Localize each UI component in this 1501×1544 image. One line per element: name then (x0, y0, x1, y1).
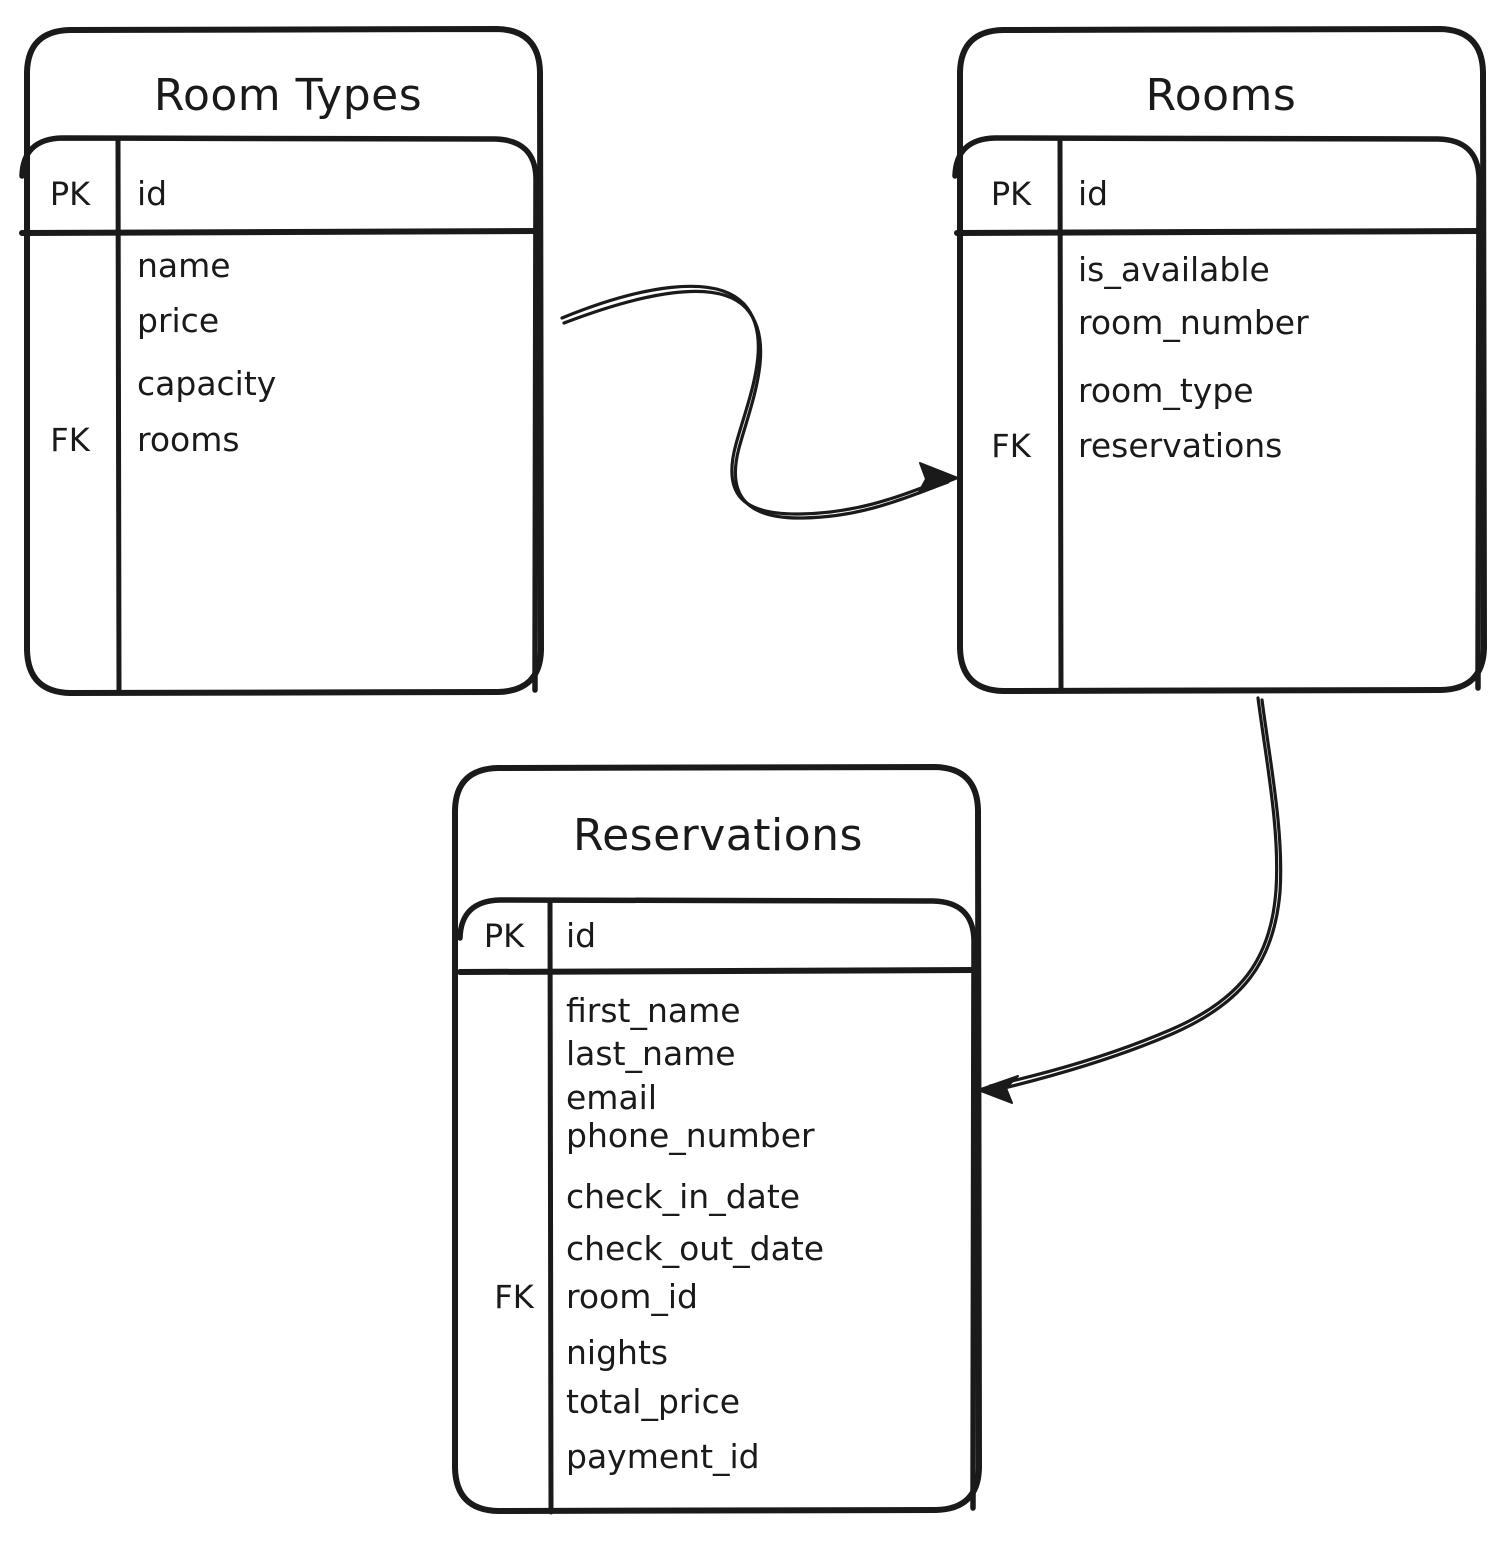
entity-rooms-key-column-divider (1057, 136, 1064, 693)
entity-reservations-field-nights: nights (566, 1333, 668, 1372)
entity-reservations-key-column-divider (547, 898, 554, 1515)
entity-room-types-pk-field: id (137, 174, 167, 213)
entity-reservations-outer-box (452, 764, 982, 1514)
entity-room-types-field-price: price (137, 301, 219, 340)
entity-reservations-field-email: email (566, 1078, 657, 1117)
entity-reservations-field-check-in-date: check_in_date (566, 1177, 800, 1216)
rel-room-types-to-rooms-line-sketch (562, 289, 950, 520)
entity-reservations-field-total-price: total_price (566, 1382, 740, 1421)
rel-room-types-to-rooms-arrowhead (917, 462, 959, 495)
entity-reservations-field-phone-number: phone_number (566, 1116, 815, 1155)
entity-rooms-pk-field: id (1078, 174, 1108, 213)
entity-rooms[interactable]: Rooms PK id FK is_available room_number … (952, 26, 1487, 694)
entity-rooms-title: Rooms (1146, 70, 1297, 121)
rel-rooms-to-reservations-line (988, 696, 1279, 1088)
entity-reservations-fk-label: FK (494, 1278, 534, 1316)
entity-rooms-table-box (952, 135, 1482, 691)
entity-reservations[interactable]: Reservations PK id FK first_name last_na… (452, 764, 982, 1515)
entity-room-types-fk-label: FK (50, 421, 90, 459)
entity-room-types-field-name: name (137, 246, 231, 285)
entity-rooms-field-is-available: is_available (1078, 250, 1270, 289)
rel-rooms-to-reservations-line-sketch (990, 698, 1283, 1093)
entity-room-types-field-rooms: rooms (137, 420, 240, 459)
entity-reservations-pk-field: id (566, 916, 596, 955)
entity-reservations-title: Reservations (573, 810, 863, 861)
entity-room-types-field-capacity: capacity (137, 364, 276, 403)
entity-room-types-title: Room Types (154, 70, 422, 121)
entity-reservations-pk-label: PK (484, 917, 525, 955)
entity-reservations-field-room-id: room_id (566, 1277, 698, 1316)
entity-rooms-field-reservations: reservations (1078, 426, 1282, 465)
entity-room-types-table-box (19, 135, 539, 693)
rel-rooms-to-reservations[interactable] (977, 696, 1283, 1104)
entity-room-types[interactable]: Room Types PK id FK name price capacity … (19, 26, 544, 696)
entity-rooms-field-room-number: room_number (1078, 303, 1309, 342)
entity-rooms-fk-label: FK (991, 427, 1031, 465)
rel-room-types-to-rooms[interactable] (560, 284, 959, 520)
rel-room-types-to-rooms-line (560, 284, 950, 516)
entity-room-types-outer-box (24, 26, 544, 696)
entity-reservations-field-last-name: last_name (566, 1034, 736, 1073)
entity-reservations-field-first-name: first_name (566, 991, 741, 1030)
entity-rooms-pk-divider (954, 228, 1483, 236)
rel-rooms-to-reservations-arrowhead (977, 1075, 1019, 1104)
entity-reservations-pk-divider (457, 967, 978, 975)
entity-rooms-outer-box (957, 26, 1487, 694)
entity-room-types-pk-divider (19, 228, 540, 236)
entity-room-types-key-column-divider (115, 136, 122, 695)
entity-room-types-pk-label: PK (50, 175, 91, 213)
entity-rooms-pk-label: PK (991, 175, 1032, 213)
entity-reservations-field-payment-id: payment_id (566, 1437, 760, 1476)
entity-rooms-field-room-type: room_type (1078, 371, 1254, 410)
entity-reservations-field-check-out-date: check_out_date (566, 1229, 824, 1268)
entity-reservations-table-box (457, 897, 977, 1511)
